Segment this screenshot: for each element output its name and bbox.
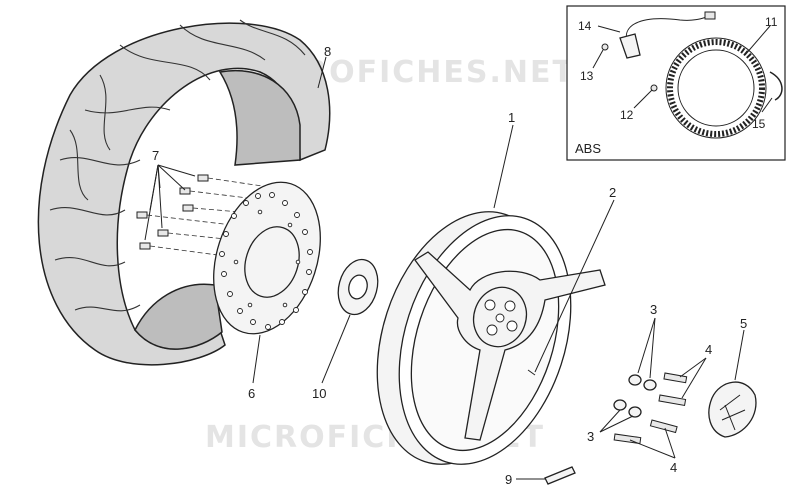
- callout-2: 2: [609, 185, 616, 200]
- wheel-rim[interactable]: [347, 189, 606, 487]
- brake-disc[interactable]: [195, 168, 338, 347]
- abs-sensor[interactable]: [619, 11, 716, 59]
- callout-4-bottom: 4: [670, 460, 677, 475]
- tire[interactable]: [37, 19, 331, 366]
- callout-15: 15: [752, 117, 766, 131]
- abs-inset: ABS: [566, 5, 786, 161]
- abs-clip[interactable]: [769, 71, 783, 101]
- callout-9: 9: [505, 472, 512, 487]
- callout-13: 13: [580, 69, 594, 83]
- valve-part[interactable]: [544, 466, 576, 485]
- hub-cap[interactable]: [708, 381, 757, 438]
- callout-3-top: 3: [650, 302, 657, 317]
- callout-14: 14: [578, 19, 592, 33]
- callouts: 1 2 3 3 4 4 5 6 7 8 9 10 11: [144, 15, 778, 487]
- callout-1: 1: [508, 110, 515, 125]
- callout-4-top: 4: [705, 342, 712, 357]
- callout-11: 11: [765, 15, 778, 29]
- spacer[interactable]: [332, 255, 383, 319]
- callout-3-bottom: 3: [587, 429, 594, 444]
- callout-6: 6: [248, 386, 255, 401]
- abs-tone-ring[interactable]: [665, 37, 767, 139]
- abs-screw-12[interactable]: [650, 84, 658, 92]
- abs-screw-13[interactable]: [601, 43, 609, 51]
- caliper-mount-hardware[interactable]: [613, 372, 688, 445]
- callout-10: 10: [312, 386, 326, 401]
- callout-8: 8: [324, 44, 331, 59]
- callout-7: 7: [152, 148, 159, 163]
- callout-12: 12: [620, 108, 634, 122]
- abs-label: ABS: [575, 141, 601, 156]
- callout-5: 5: [740, 316, 747, 331]
